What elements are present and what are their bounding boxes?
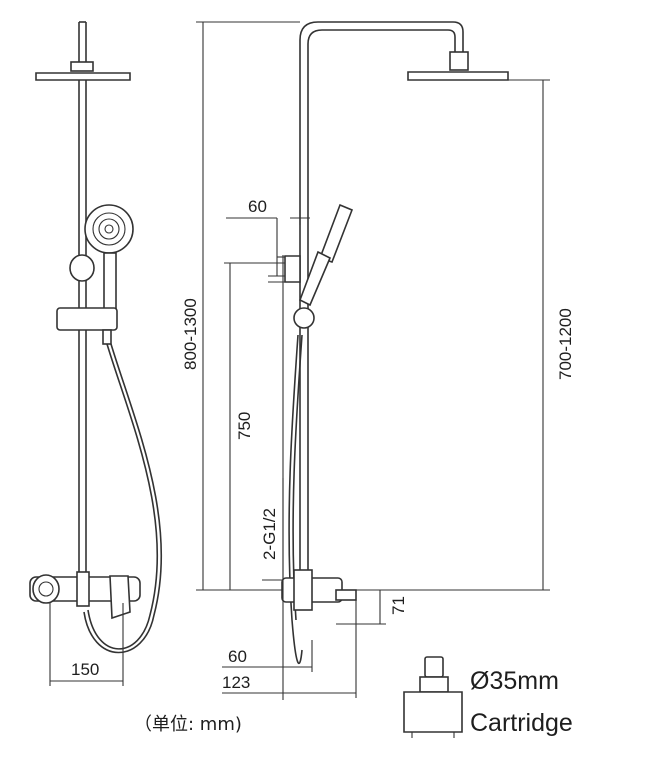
front-hose — [87, 343, 159, 650]
dim-60-bottom-label: 60 — [228, 647, 247, 666]
dim-inlet-thread: 2-G1/2 — [260, 478, 284, 580]
front-hand-shower — [56, 204, 134, 345]
dim-750: 750 — [224, 262, 285, 590]
dim-inlet-thread-label: 2-G1/2 — [260, 508, 279, 560]
dim-800-1300-label: 800-1300 — [181, 298, 200, 370]
dim-150-label: 150 — [71, 660, 99, 679]
front-mixer-body — [29, 571, 141, 620]
dim-60-top: 60 — [226, 197, 310, 250]
front-overhead-showerhead — [35, 21, 131, 81]
dim-71: 71 — [336, 590, 408, 625]
dim-150: 150 — [49, 603, 124, 686]
cartridge-diameter: Ø35mm — [470, 667, 559, 695]
side-view: 800-1300 700-1200 60 750 2-G1/2 — [181, 21, 575, 700]
dim-700-1200-label: 700-1200 — [556, 308, 575, 380]
dim-123-label: 123 — [222, 673, 250, 692]
side-overhead-arm — [299, 21, 509, 590]
front-view: 150 （单位: mm) — [29, 21, 242, 735]
dim-60-top-label: 60 — [248, 197, 267, 216]
dim-60-bottom: 60 — [222, 640, 313, 672]
side-mixer — [262, 569, 357, 611]
side-hand-shower — [268, 203, 354, 329]
dim-123: 123 — [222, 600, 357, 698]
dim-800-1300: 800-1300 — [181, 21, 300, 591]
cartridge-icon — [403, 656, 463, 738]
dim-750-label: 750 — [235, 412, 254, 440]
dim-71-label: 71 — [389, 596, 408, 615]
unit-note: （单位: mm) — [134, 714, 242, 735]
dim-700-1200: 700-1200 — [356, 79, 575, 591]
cartridge-label: Cartridge — [470, 709, 573, 737]
